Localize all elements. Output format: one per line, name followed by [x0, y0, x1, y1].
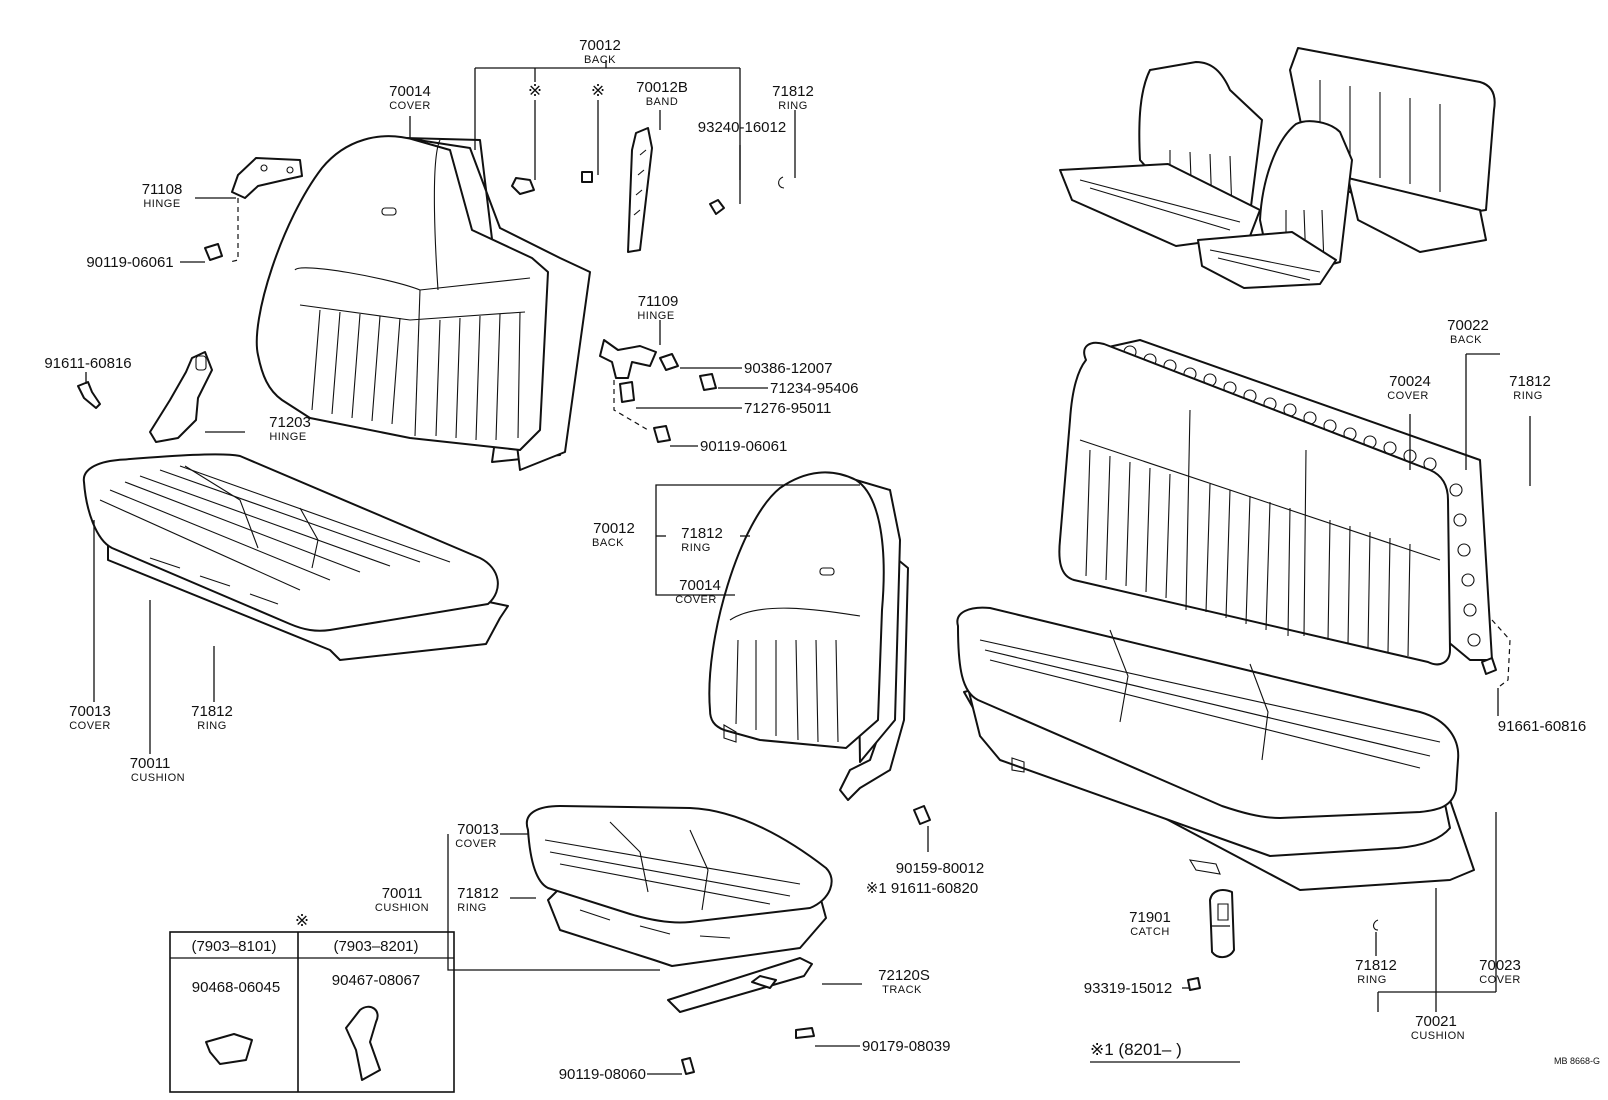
- label-group: 70012 BACK 70014 COVER ※ ※ 70012B BAND 7…: [44, 37, 1600, 1083]
- top-small-parts: [511, 127, 785, 253]
- cover-top-left-number: 70014: [389, 83, 431, 100]
- bolt-91661-label: 91661-60816: [1498, 718, 1586, 735]
- seat-set-illustration: [1059, 47, 1496, 289]
- cover-middle-name: COVER: [675, 594, 717, 606]
- cushion-mid-bottom-name: CUSHION: [375, 902, 429, 914]
- box-mark: ※: [295, 911, 309, 930]
- bolt-90119-c-label: 90119-08060: [559, 1066, 646, 1083]
- cover-left-number: 70013: [69, 703, 111, 720]
- back-right-name: BACK: [1450, 334, 1482, 346]
- back-middle-number: 70012: [593, 520, 635, 537]
- mark-asterisk-2: ※: [591, 81, 605, 100]
- cover-middle-number: 70014: [679, 577, 721, 594]
- mark-asterisk-1: ※: [528, 81, 542, 100]
- bolt-90159-label: 90159-80012: [896, 860, 984, 877]
- cushion-right-bottom-number: 70021: [1415, 1013, 1457, 1030]
- hinge-71108-number: 71108: [142, 181, 183, 198]
- nut-90386-label: 90386-12007: [744, 360, 832, 377]
- ring-mid-bottom-name: RING: [457, 902, 487, 914]
- box-col2-header: (7903–8201): [333, 938, 418, 955]
- cushion-left-name: CUSHION: [131, 772, 185, 784]
- cover-right-bottom-name: COVER: [1479, 974, 1521, 986]
- catch-71901-part: [1187, 889, 1379, 991]
- band-number: 70012B: [636, 79, 688, 96]
- ring-right-number: 71812: [1509, 373, 1551, 390]
- box-col1-header: (7903–8101): [191, 938, 276, 955]
- bolt-71234-label: 71234-95406: [770, 380, 858, 397]
- cushion-mid-bottom-number: 70011: [382, 885, 423, 902]
- back-middle-name: BACK: [592, 537, 624, 549]
- track-72120s-part: [667, 957, 813, 1013]
- bolt-91611-b-label: ※1 91611-60820: [866, 880, 978, 897]
- track-number: 72120S: [878, 967, 930, 984]
- hinge-71109-number: 71109: [638, 293, 679, 310]
- seat-cushion-middle: [525, 805, 833, 967]
- ring-mid-bottom-number: 71812: [457, 885, 499, 902]
- leader-lines: [85, 60, 1531, 1075]
- cover-right-number: 70024: [1389, 373, 1431, 390]
- hinge-71108-part: [204, 157, 303, 263]
- ring-middle-name: RING: [681, 542, 711, 554]
- box-part1-label: 90468-06045: [192, 979, 280, 996]
- back-right-number: 70022: [1447, 317, 1489, 334]
- ring-left-name: RING: [197, 720, 227, 732]
- ring-middle-number: 71812: [681, 525, 723, 542]
- catch-name: CATCH: [1130, 926, 1170, 938]
- back-top-name: BACK: [584, 54, 616, 66]
- drawing-code: MB 8668-G: [1554, 1056, 1600, 1066]
- ring-right-bottom-number: 71812: [1355, 957, 1397, 974]
- cover-mid-bottom-number: 70013: [457, 821, 499, 838]
- ring-left-number: 71812: [191, 703, 233, 720]
- footnote: ※1 (8201– ): [1090, 1040, 1182, 1059]
- cover-right-bottom-number: 70023: [1479, 957, 1521, 974]
- hinge-71109-name: HINGE: [637, 310, 674, 322]
- catch-number: 71901: [1129, 909, 1171, 926]
- ring-right-name: RING: [1513, 390, 1543, 402]
- cap-71276-label: 71276-95011: [744, 400, 831, 417]
- seat-back-top-left: [255, 135, 591, 471]
- cover-top-left-name: COVER: [389, 100, 431, 112]
- cover-left-name: COVER: [69, 720, 111, 732]
- bolt-93240-label: 93240-16012: [698, 119, 786, 136]
- cushion-left-number: 70011: [130, 755, 171, 772]
- ring-top-right-number: 71812: [772, 83, 814, 100]
- bolt-90119-a-label: 90119-06061: [86, 254, 173, 271]
- bolt-90119-b-label: 90119-06061: [700, 438, 787, 455]
- ring-right-bottom-name: RING: [1357, 974, 1387, 986]
- cushion-right-bottom-name: CUSHION: [1411, 1030, 1465, 1042]
- hinge-71203-part: [77, 351, 213, 443]
- bolt-90179-label: 90179-08039: [862, 1038, 950, 1055]
- bench-cushion-right: [956, 606, 1475, 891]
- bolt-91611-a-label: 91611-60816: [44, 355, 131, 372]
- seat-back-middle: [708, 471, 909, 801]
- hinge-71108-name: HINGE: [143, 198, 180, 210]
- back-top-number: 70012: [579, 37, 621, 54]
- track-name: TRACK: [882, 984, 922, 996]
- variant-box: [169, 931, 455, 1093]
- hinge-71109-part: [599, 339, 717, 443]
- bolt-93319-label: 93319-15012: [1084, 980, 1172, 997]
- hinge-71203-name: HINGE: [269, 431, 306, 443]
- hinge-71203-number: 71203: [269, 414, 311, 431]
- seat-cushion-left: [82, 453, 509, 661]
- box-part2-label: 90467-08067: [332, 972, 420, 989]
- cover-right-name: COVER: [1387, 390, 1429, 402]
- middle-small-bolts: [681, 805, 931, 1075]
- cover-mid-bottom-name: COVER: [455, 838, 497, 850]
- bench-back-right: [1058, 339, 1511, 687]
- band-name: BAND: [646, 96, 679, 108]
- ring-top-right-name: RING: [778, 100, 808, 112]
